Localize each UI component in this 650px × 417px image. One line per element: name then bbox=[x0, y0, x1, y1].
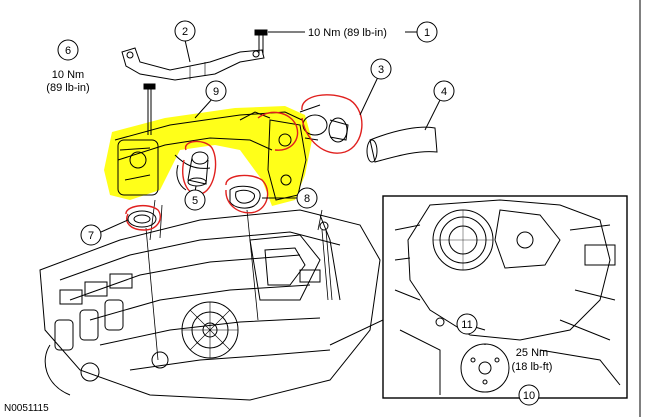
gasket-8 bbox=[229, 185, 261, 209]
red-circle-gasket8 bbox=[225, 174, 269, 214]
callout-8-label: 8 bbox=[304, 193, 310, 205]
callout-3-label: 3 bbox=[378, 64, 384, 76]
callout-10-label: 10 bbox=[523, 390, 535, 402]
outlet-fitting bbox=[176, 151, 209, 191]
red-circle-bracket bbox=[257, 111, 299, 151]
torque-bolt-6-line2: (89 lb-in) bbox=[46, 82, 89, 94]
bracket bbox=[121, 47, 265, 81]
crossover-highlight bbox=[104, 106, 312, 206]
callout-9-label: 9 bbox=[213, 86, 219, 98]
callout-4: 4 bbox=[433, 80, 455, 102]
callout-6: 6 bbox=[57, 39, 79, 61]
torque-bolt-1: 10 Nm (89 lb-in) bbox=[308, 27, 387, 39]
torque-bolt-6-line1: 10 Nm bbox=[52, 69, 84, 81]
inset-detail bbox=[329, 195, 628, 399]
red-circle-clamp bbox=[301, 94, 363, 154]
callout-8: 8 bbox=[296, 187, 318, 209]
callout-5: 5 bbox=[184, 189, 206, 211]
callout-2-label: 2 bbox=[182, 26, 188, 38]
torque-bolt-10-line1: 25 Nm bbox=[516, 347, 548, 359]
callout-2: 2 bbox=[174, 20, 196, 42]
torque-labels: 10 Nm (89 lb-in) 10 Nm (89 lb-in) 25 Nm … bbox=[46, 27, 552, 373]
callout-3: 3 bbox=[370, 58, 392, 80]
callouts: 1 2 3 4 5 6 7 8 bbox=[57, 20, 540, 406]
callout-1-label: 1 bbox=[424, 27, 430, 39]
red-circle-gasket7 bbox=[125, 204, 162, 231]
bolt-1 bbox=[254, 29, 268, 55]
callout-1: 1 bbox=[416, 21, 438, 43]
callout-7: 7 bbox=[80, 224, 102, 246]
red-circle-outlet bbox=[182, 140, 217, 195]
gasket-7 bbox=[127, 210, 157, 228]
callout-9: 9 bbox=[205, 80, 227, 102]
callout-10: 10 bbox=[518, 384, 540, 406]
callout-11: 11 bbox=[456, 313, 478, 335]
hose-assembly bbox=[299, 104, 438, 163]
callout-5-label: 5 bbox=[192, 195, 198, 207]
torque-bolt-10-line2: (18 lb-ft) bbox=[512, 361, 553, 373]
leader-lines bbox=[100, 31, 486, 345]
callout-6-label: 6 bbox=[65, 45, 71, 57]
callout-11-label: 11 bbox=[461, 319, 472, 331]
guide-lines bbox=[145, 209, 323, 361]
engine-block bbox=[39, 199, 381, 401]
callout-4-label: 4 bbox=[441, 86, 447, 98]
figure-code: N0051115 bbox=[4, 403, 49, 414]
callout-7-label: 7 bbox=[88, 230, 94, 242]
